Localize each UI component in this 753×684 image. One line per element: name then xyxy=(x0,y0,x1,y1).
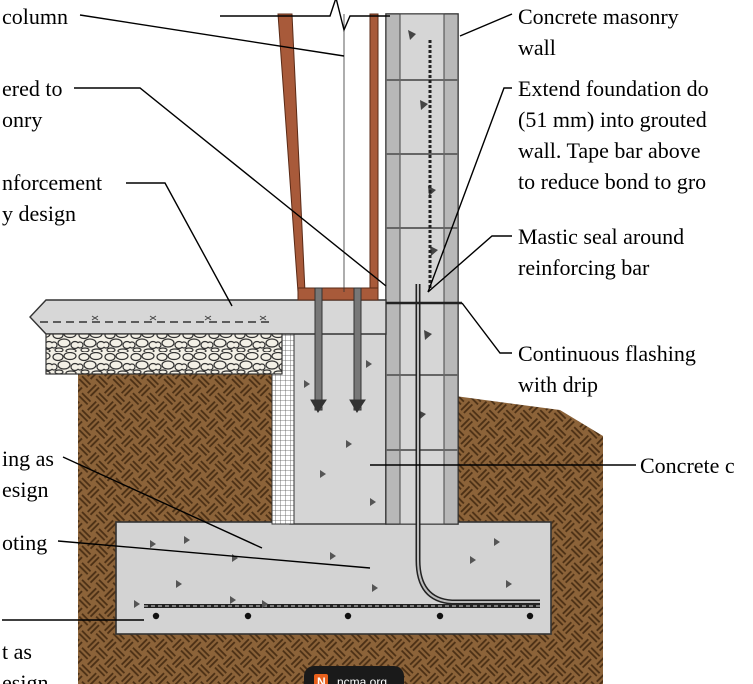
label-mastic-line2: reinforcing bar xyxy=(518,255,650,280)
ncma-logo-icon xyxy=(314,674,328,684)
label-welded-line2: onry xyxy=(2,107,42,132)
label-column: column xyxy=(2,4,68,29)
label-dowel-line2: (51 mm) into grouted xyxy=(518,107,707,132)
label-bottom-line2: esign xyxy=(2,670,48,684)
label-welded-line1: ered to xyxy=(2,76,62,101)
label-slab-reinforcement-line1: nforcement xyxy=(2,170,102,195)
anchor-bolts xyxy=(310,287,366,413)
break-line-symbol xyxy=(220,0,390,33)
label-footing-rebar-line2: esign xyxy=(2,477,48,502)
label-masonry-wall-line1: Concrete masonry xyxy=(518,4,679,29)
watermark-logo-letter: N xyxy=(317,675,326,684)
left-labels: column ered to onry nforcement y design … xyxy=(2,4,102,684)
masonry-wall xyxy=(385,13,459,525)
label-bottom-line1: t as xyxy=(2,639,32,664)
label-dowel-line4: to reduce bond to gro xyxy=(518,169,706,194)
label-dowel-line3: wall. Tape bar above xyxy=(518,138,701,163)
concrete-aggregate-marks xyxy=(134,360,512,608)
concrete-pier xyxy=(271,307,387,525)
label-concrete: Concrete c xyxy=(640,453,735,478)
label-flashing-line1: Continuous flashing xyxy=(518,341,696,366)
steel-column xyxy=(277,13,379,301)
label-mastic-line1: Mastic seal around xyxy=(518,224,684,249)
right-labels: Concrete masonry wall Extend foundation … xyxy=(518,4,735,478)
slab-on-grade xyxy=(29,299,387,335)
label-footing: oting xyxy=(2,530,47,555)
leader-lines xyxy=(2,13,636,621)
label-masonry-wall-line2: wall xyxy=(518,35,556,60)
label-slab-reinforcement-line2: y design xyxy=(2,201,76,226)
reinforcing-bars xyxy=(144,40,540,620)
gravel-base xyxy=(45,333,283,375)
ncma-watermark: N ncma.org xyxy=(304,666,404,684)
concrete-footing xyxy=(115,521,552,635)
watermark-text: ncma.org xyxy=(337,675,387,684)
label-flashing-line2: with drip xyxy=(518,372,598,397)
label-footing-rebar-line1: ing as xyxy=(2,446,54,471)
label-dowel-line1: Extend foundation do xyxy=(518,76,709,101)
